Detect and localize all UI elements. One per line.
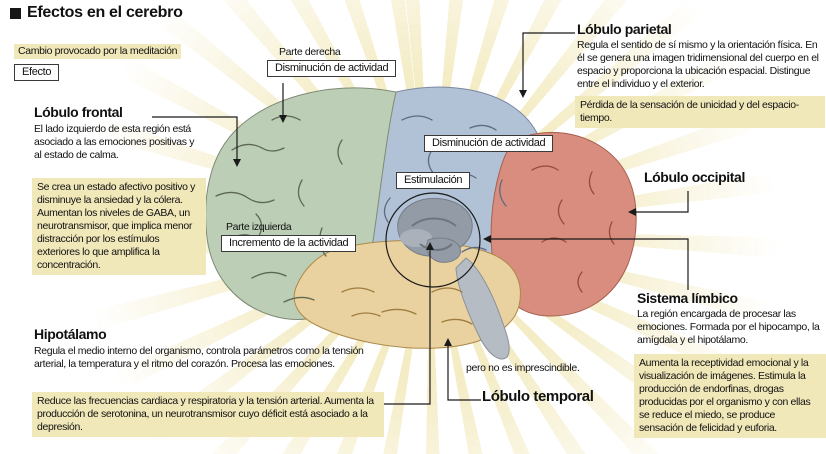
arrowheads [233,90,636,346]
left-hemisphere-effect-box: Incremento de la actividad [221,235,357,252]
frontal-description: El lado izquierdo de esta región está as… [34,123,195,161]
limbic-heading: Sistema límbico [637,290,738,306]
right-side-label: Parte derecha [279,46,341,58]
hypothalamus-effect-box: Reduce las frecuencias cardiaca y respir… [32,392,384,437]
parietal-area-effect-box: Disminución de actividad [424,135,554,152]
occipital-heading: Lóbulo occipital [644,169,745,185]
limbic-description: La región encargada de procesar las emoc… [637,308,820,346]
bullet-square-icon [10,7,21,19]
hypothalamus-description: Regula el medio interno del organismo, c… [34,345,364,370]
limbic-focus-circle [385,192,481,288]
brain-stem-shape [455,257,510,360]
frontal-heading: Lóbulo frontal [34,104,123,120]
parietal-description: Regula el sentido de sí mismo y la orien… [577,39,819,90]
parietal-heading: Lóbulo parietal [577,21,672,37]
page-title: Efectos en el cerebro [27,4,183,21]
right-hemisphere-effect-box: Disminución de actividad [267,60,397,77]
page-title-row: Efectos en el cerebro [10,4,183,22]
hypothalamus-heading: Hipotálamo [34,326,107,342]
left-side-label: Parte izquierda [226,221,292,233]
legend-change-label: Cambio provocado por la meditación [14,44,182,59]
temporal-note: pero no es imprescindible. [466,362,580,374]
limbic-area-effect-box: Estimulación [396,172,471,189]
frontal-effect-box: Se crea un estado afectivo positivo y di… [32,178,206,275]
temporal-heading: Lóbulo temporal [482,388,594,405]
legend-effect-box: Efecto [14,64,60,81]
limbic-system-shape [397,197,473,263]
parietal-effect-box: Pérdida de la sensación de unicidad y de… [575,96,825,128]
limbic-effect-box: Aumenta la receptividad emocional y la v… [634,354,826,438]
